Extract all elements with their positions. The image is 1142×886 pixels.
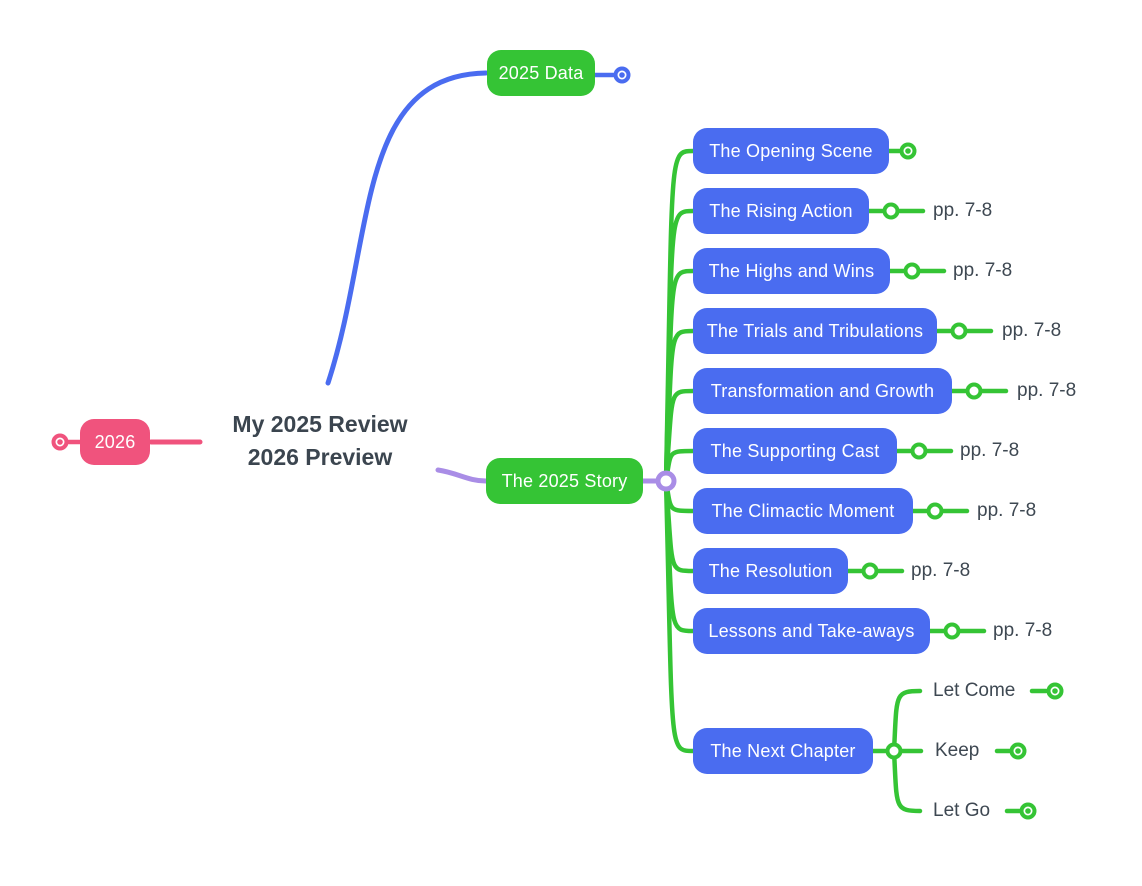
node-label: The 2025 Story [501,470,628,491]
toggle-keep[interactable] [1009,742,1027,760]
node-lessons[interactable]: Lessons and Take-aways [693,608,930,654]
note-supporting-cast[interactable]: pp. 7-8 [960,440,1020,461]
branch-curve-2025-data [325,70,489,386]
note-trials[interactable]: pp. 7-8 [1002,320,1062,341]
node-let-go[interactable]: Let Go [933,800,991,821]
node-2025-data[interactable]: 2025 Data [487,50,595,96]
node-label: 2025 Data [498,62,584,83]
note-rising-action[interactable]: pp. 7-8 [933,200,993,221]
toggle-let-go[interactable] [1019,802,1037,820]
circle-dot-icon-center [57,439,63,445]
node-label: The Highs and Wins [708,260,875,281]
toggle-supporting-cast[interactable] [910,442,928,460]
root-title-line2: 2026 Preview [247,444,393,470]
toggle-resolution[interactable] [861,562,879,580]
note-climactic[interactable]: pp. 7-8 [977,500,1037,521]
node-resolution[interactable]: The Resolution [693,548,848,594]
node-highs-wins[interactable]: The Highs and Wins [693,248,890,294]
node-label: The Climactic Moment [711,500,895,521]
toggle-let-come[interactable] [1046,682,1064,700]
node-next-chapter[interactable]: The Next Chapter [693,728,873,774]
root-title-line1: My 2025 Review [232,411,408,437]
node-label: Transformation and Growth [710,380,935,401]
branch-curve-transformation [663,388,696,484]
node-trials[interactable]: The Trials and Tribulations [693,308,937,354]
node-transformation[interactable]: Transformation and Growth [693,368,952,414]
toggle-highs-wins[interactable] [903,262,921,280]
circle-dot-icon-center [619,72,625,78]
toggle-2025-data[interactable] [613,66,631,84]
toggle-opening-scene[interactable] [899,142,917,160]
root-node-title[interactable]: My 2025 Review 2026 Preview [206,408,434,474]
note-lessons[interactable]: pp. 7-8 [993,620,1053,641]
circle-dot-icon-center [1052,688,1058,694]
note-resolution[interactable]: pp. 7-8 [911,560,971,581]
node-label: The Trials and Tribulations [706,320,924,341]
toggle-next-chapter[interactable] [885,742,903,760]
node-label: The Rising Action [709,200,853,221]
node-label: The Opening Scene [709,140,873,161]
branch-curve-let-go [891,748,923,814]
node-climactic-moment[interactable]: The Climactic Moment [693,488,913,534]
toggle-transformation[interactable] [965,382,983,400]
node-label: The Resolution [708,560,833,581]
branch-curve-let-come [891,688,923,754]
branch-curve-next-chapter [663,478,696,754]
node-label: 2026 [94,431,136,452]
circle-ring-icon[interactable] [655,470,677,492]
toggle-rising-action[interactable] [882,202,900,220]
circle-dot-icon-center [1025,808,1031,814]
toggle-climactic[interactable] [926,502,944,520]
note-transformation[interactable]: pp. 7-8 [1017,380,1077,401]
node-label: The Next Chapter [710,740,856,761]
node-keep[interactable]: Keep [935,740,980,761]
node-label: Lessons and Take-aways [708,620,915,641]
circle-dot-icon-center [1015,748,1021,754]
node-2025-story[interactable]: The 2025 Story [486,458,643,504]
node-opening-scene[interactable]: The Opening Scene [693,128,889,174]
node-supporting-cast[interactable]: The Supporting Cast [693,428,897,474]
node-let-come[interactable]: Let Come [933,680,1016,701]
node-rising-action[interactable]: The Rising Action [693,188,869,234]
node-label: The Supporting Cast [710,440,880,461]
note-highs-wins[interactable]: pp. 7-8 [953,260,1013,281]
branch-curve-2025-story [435,467,489,484]
toggle-2026[interactable] [51,433,69,451]
toggle-2025-story[interactable] [655,470,677,492]
circle-dot-icon-center [905,148,911,154]
toggle-trials[interactable] [950,322,968,340]
node-2026[interactable]: 2026 [80,419,150,465]
toggle-lessons[interactable] [943,622,961,640]
